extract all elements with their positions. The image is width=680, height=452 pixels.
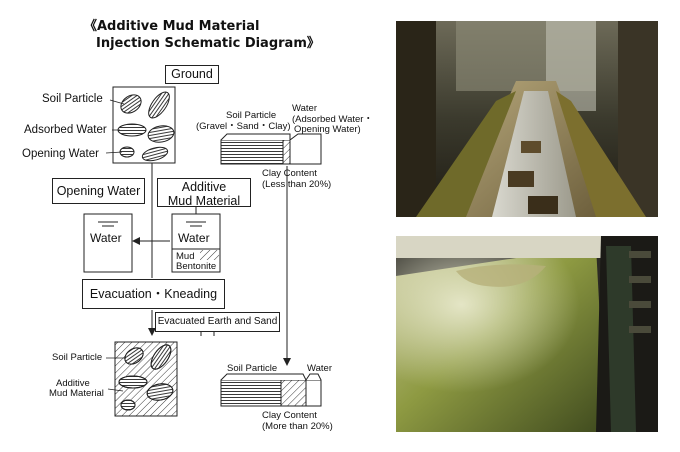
diagram-title-line1: 《Additive Mud Material <box>84 19 260 34</box>
conveyor-photo <box>396 21 658 217</box>
soil-particle-label: Soil Particle <box>42 93 103 105</box>
top-water-detail-1: (Adsorbed Water・ <box>292 114 373 125</box>
additive-container <box>171 213 221 273</box>
additive-mud-label: Mud <box>176 251 195 262</box>
bottom-clay-content-2: (More than 20%) <box>262 421 333 432</box>
opening-water-container <box>83 213 133 273</box>
evacuated-earth-box: Evacuated Earth and Sand <box>155 312 280 332</box>
bottom-clay-content-1: Clay Content <box>262 410 317 421</box>
opening-water-label: Opening Water <box>22 148 99 160</box>
additive-header-line2: Mud Material <box>167 194 241 208</box>
result-additive-line1: Additive <box>56 378 90 389</box>
diagram-title-line2: Injection Schematic Diagram》 <box>96 36 320 51</box>
additive-bentonite-label: Bentonite <box>176 261 217 272</box>
top-soil-particle-label: Soil Particle <box>226 110 277 121</box>
adsorbed-water-label: Adsorbed Water <box>24 124 107 136</box>
top-water-detail-2: Opening Water) <box>294 124 361 135</box>
result-soil-sample <box>114 341 178 417</box>
bottom-water-label: Water <box>307 363 332 374</box>
additive-header-line1: Additive <box>181 180 227 194</box>
opening-water-header: Opening Water <box>52 178 145 204</box>
evacuation-kneading-box: Evacuation・Kneading <box>82 279 225 309</box>
ground-soil-sample <box>112 86 176 164</box>
top-soil-types-label: (Gravel・Sand・Clay) <box>196 121 291 132</box>
opening-water-water-label: Water <box>90 231 122 245</box>
result-soil-particle-label: Soil Particle <box>52 352 103 363</box>
result-additive-line2: Mud Material <box>49 388 104 399</box>
composition-top-block <box>220 133 322 165</box>
top-water-label: Water <box>292 103 317 114</box>
bottom-soil-particle-label: Soil Particle <box>227 363 278 374</box>
composition-bottom-block <box>220 373 322 407</box>
top-clay-content-1: Clay Content <box>262 168 317 179</box>
muck-trough-photo <box>396 236 658 432</box>
top-clay-content-2: (Less than 20%) <box>262 179 332 190</box>
ground-header: Ground <box>165 65 219 84</box>
additive-water-label: Water <box>178 231 210 245</box>
additive-mud-header: Additive Mud Material <box>157 178 251 208</box>
